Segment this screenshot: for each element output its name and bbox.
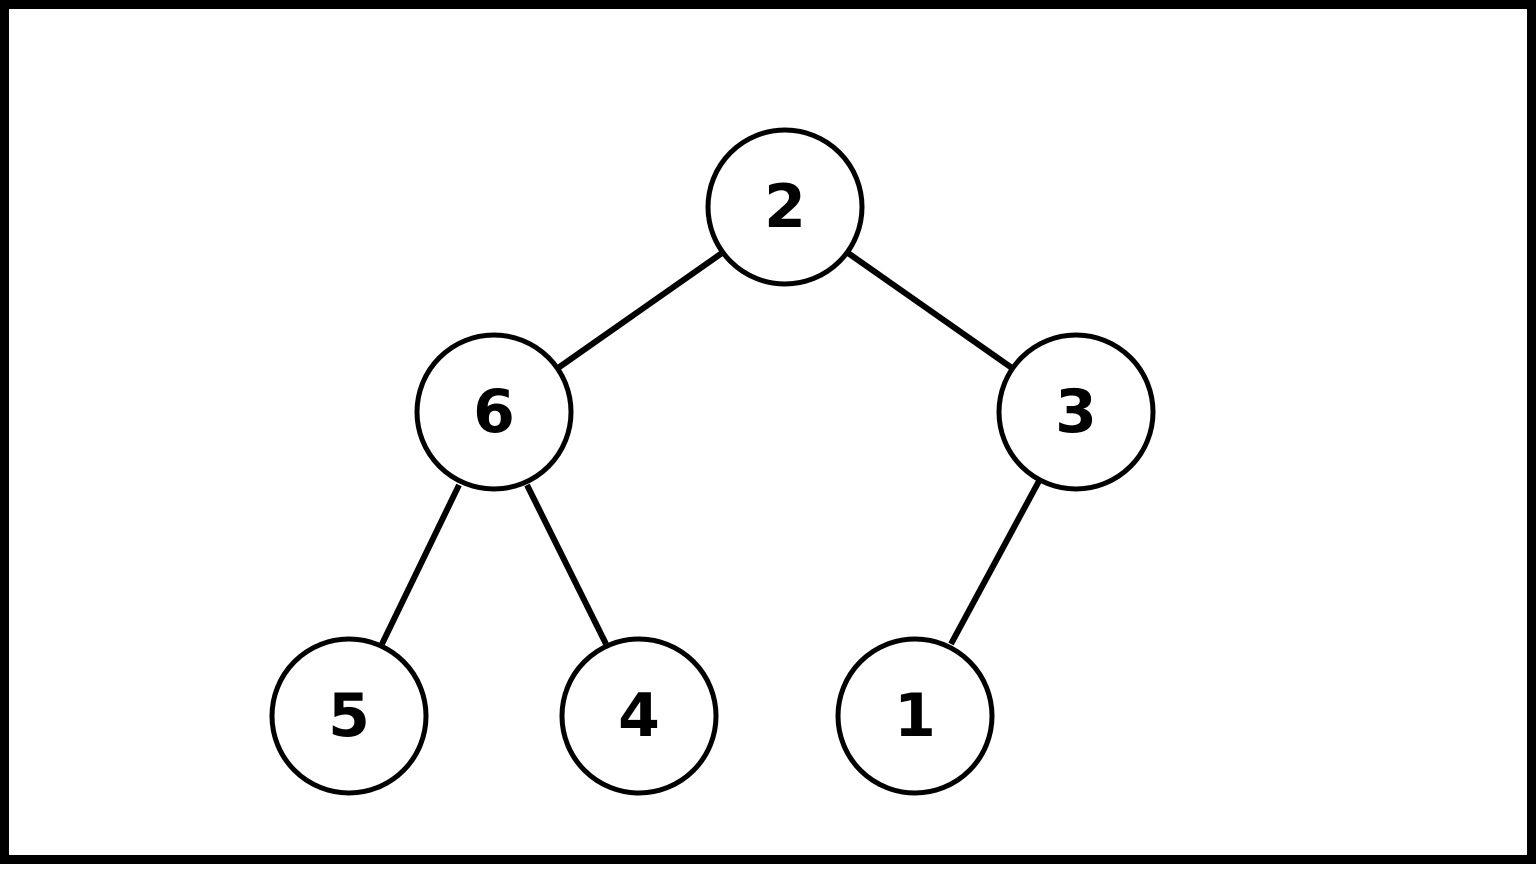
node-label: 2 [764,172,806,242]
node-circle [414,332,574,492]
node-circle [705,127,865,287]
tree-node: 3 [996,332,1156,492]
node-circle [996,332,1156,492]
node-circle [835,636,995,796]
tree-node: 5 [269,636,429,796]
node-label: 6 [473,377,515,447]
node-circle [269,636,429,796]
node-label: 1 [894,681,936,751]
tree-node: 1 [835,636,995,796]
node-label: 5 [328,681,370,751]
edge-2-6 [556,250,724,371]
edge-3-1 [948,479,1042,646]
tree-node: 4 [559,636,719,796]
tree-nodes: 2 6 3 5 4 1 [269,127,1156,796]
edge-2-3 [846,250,1014,371]
edge-6-5 [379,483,462,646]
node-label: 3 [1055,377,1097,447]
tree-node: 2 [705,127,865,287]
tree-node: 6 [414,332,574,492]
tree-edges [379,250,1042,646]
node-label: 4 [618,681,660,751]
node-circle [559,636,719,796]
edge-6-4 [524,483,609,646]
binary-tree-diagram: 2 6 3 5 4 1 [269,127,1156,796]
